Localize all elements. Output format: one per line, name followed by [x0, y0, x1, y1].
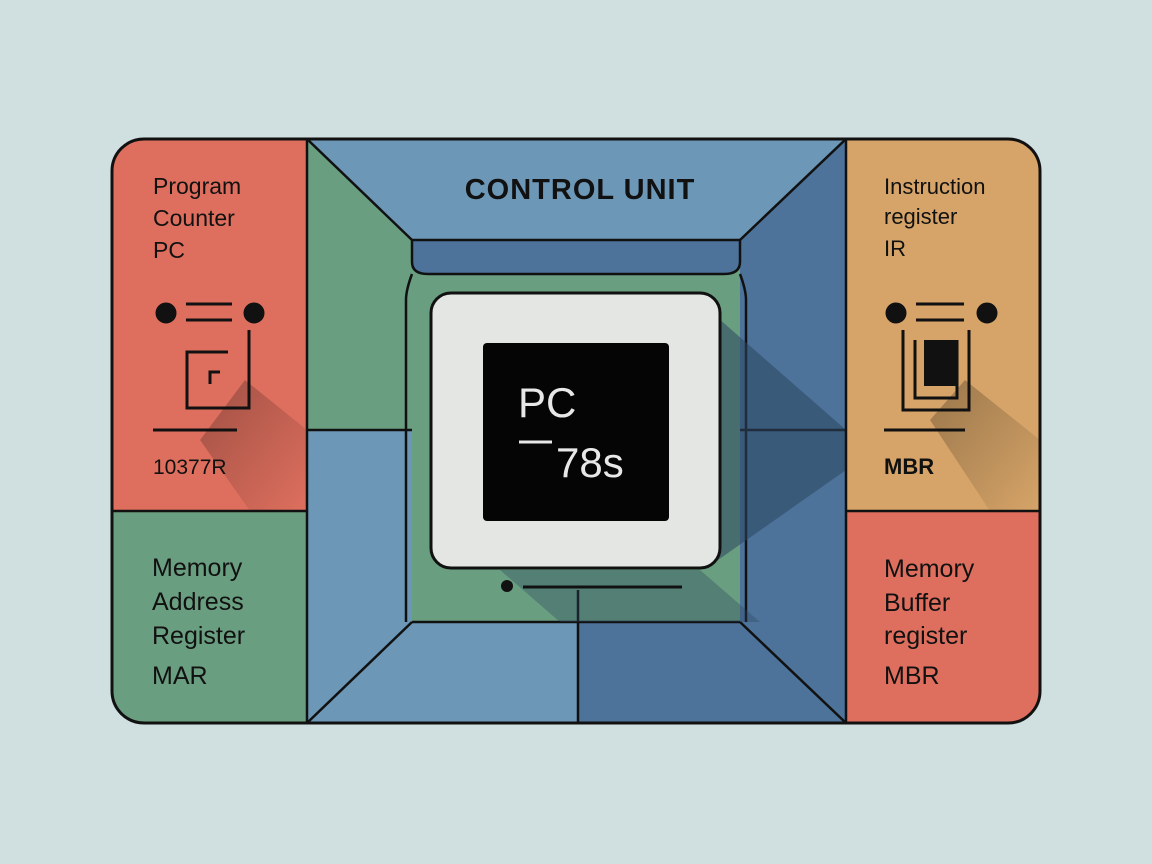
- mbr-label-line2: Buffer: [884, 589, 950, 617]
- ir-label-line1: Instruction: [884, 174, 986, 199]
- control-unit-title: CONTROL UNIT: [465, 174, 696, 206]
- mar-panel: Memory Address Register MAR: [112, 511, 307, 723]
- program-counter-panel: Program Counter PC 10377R: [112, 139, 307, 511]
- screen-line2: 78s: [556, 439, 624, 486]
- pc-label-line2: Counter: [153, 205, 235, 231]
- mbr-label-line3: register: [884, 622, 967, 650]
- mbr-panel: Memory Buffer register MBR: [846, 511, 1040, 723]
- mbr-label-line4: MBR: [884, 662, 940, 690]
- chip-base-shadow: [500, 570, 760, 622]
- chip-indicator-dot: [501, 580, 513, 592]
- ir-label-line3: IR: [884, 236, 906, 261]
- mar-label-line1: Memory: [152, 554, 243, 582]
- chamber-right-upper: [740, 139, 846, 430]
- screen-line1: PC: [518, 379, 576, 426]
- pc-value: 10377R: [153, 456, 227, 479]
- mar-label-line4: MAR: [152, 662, 208, 690]
- instruction-register-panel: Instruction register IR MBR: [846, 139, 1040, 511]
- chamber-top-panel: [307, 139, 846, 240]
- chip: PC 78s: [429, 291, 722, 592]
- chip-screen: [483, 343, 669, 521]
- mbr-label-line1: Memory: [884, 555, 975, 583]
- mar-label-line2: Address: [152, 588, 244, 616]
- pc-label-line3: PC: [153, 237, 185, 263]
- chamber-bottom-left: [307, 622, 578, 723]
- chamber-bottom-right: [578, 622, 846, 723]
- outer-frame: [110, 137, 1042, 725]
- ir-circuit-icon: [884, 302, 998, 432]
- pc-icon-shadow: [200, 380, 307, 511]
- ir-icon-shadow: [930, 380, 1040, 511]
- ir-label-line2: register: [884, 204, 957, 229]
- pc-circuit-icon: [153, 302, 265, 432]
- chamber-left-lower: [307, 430, 412, 723]
- ir-value: MBR: [884, 454, 934, 479]
- pc-label-line1: Program: [153, 173, 241, 199]
- chamber-ledge: [410, 238, 742, 276]
- chamber-left-upper: [307, 139, 412, 430]
- chip-shadow: [718, 318, 846, 560]
- mar-label-line3: Register: [152, 622, 245, 650]
